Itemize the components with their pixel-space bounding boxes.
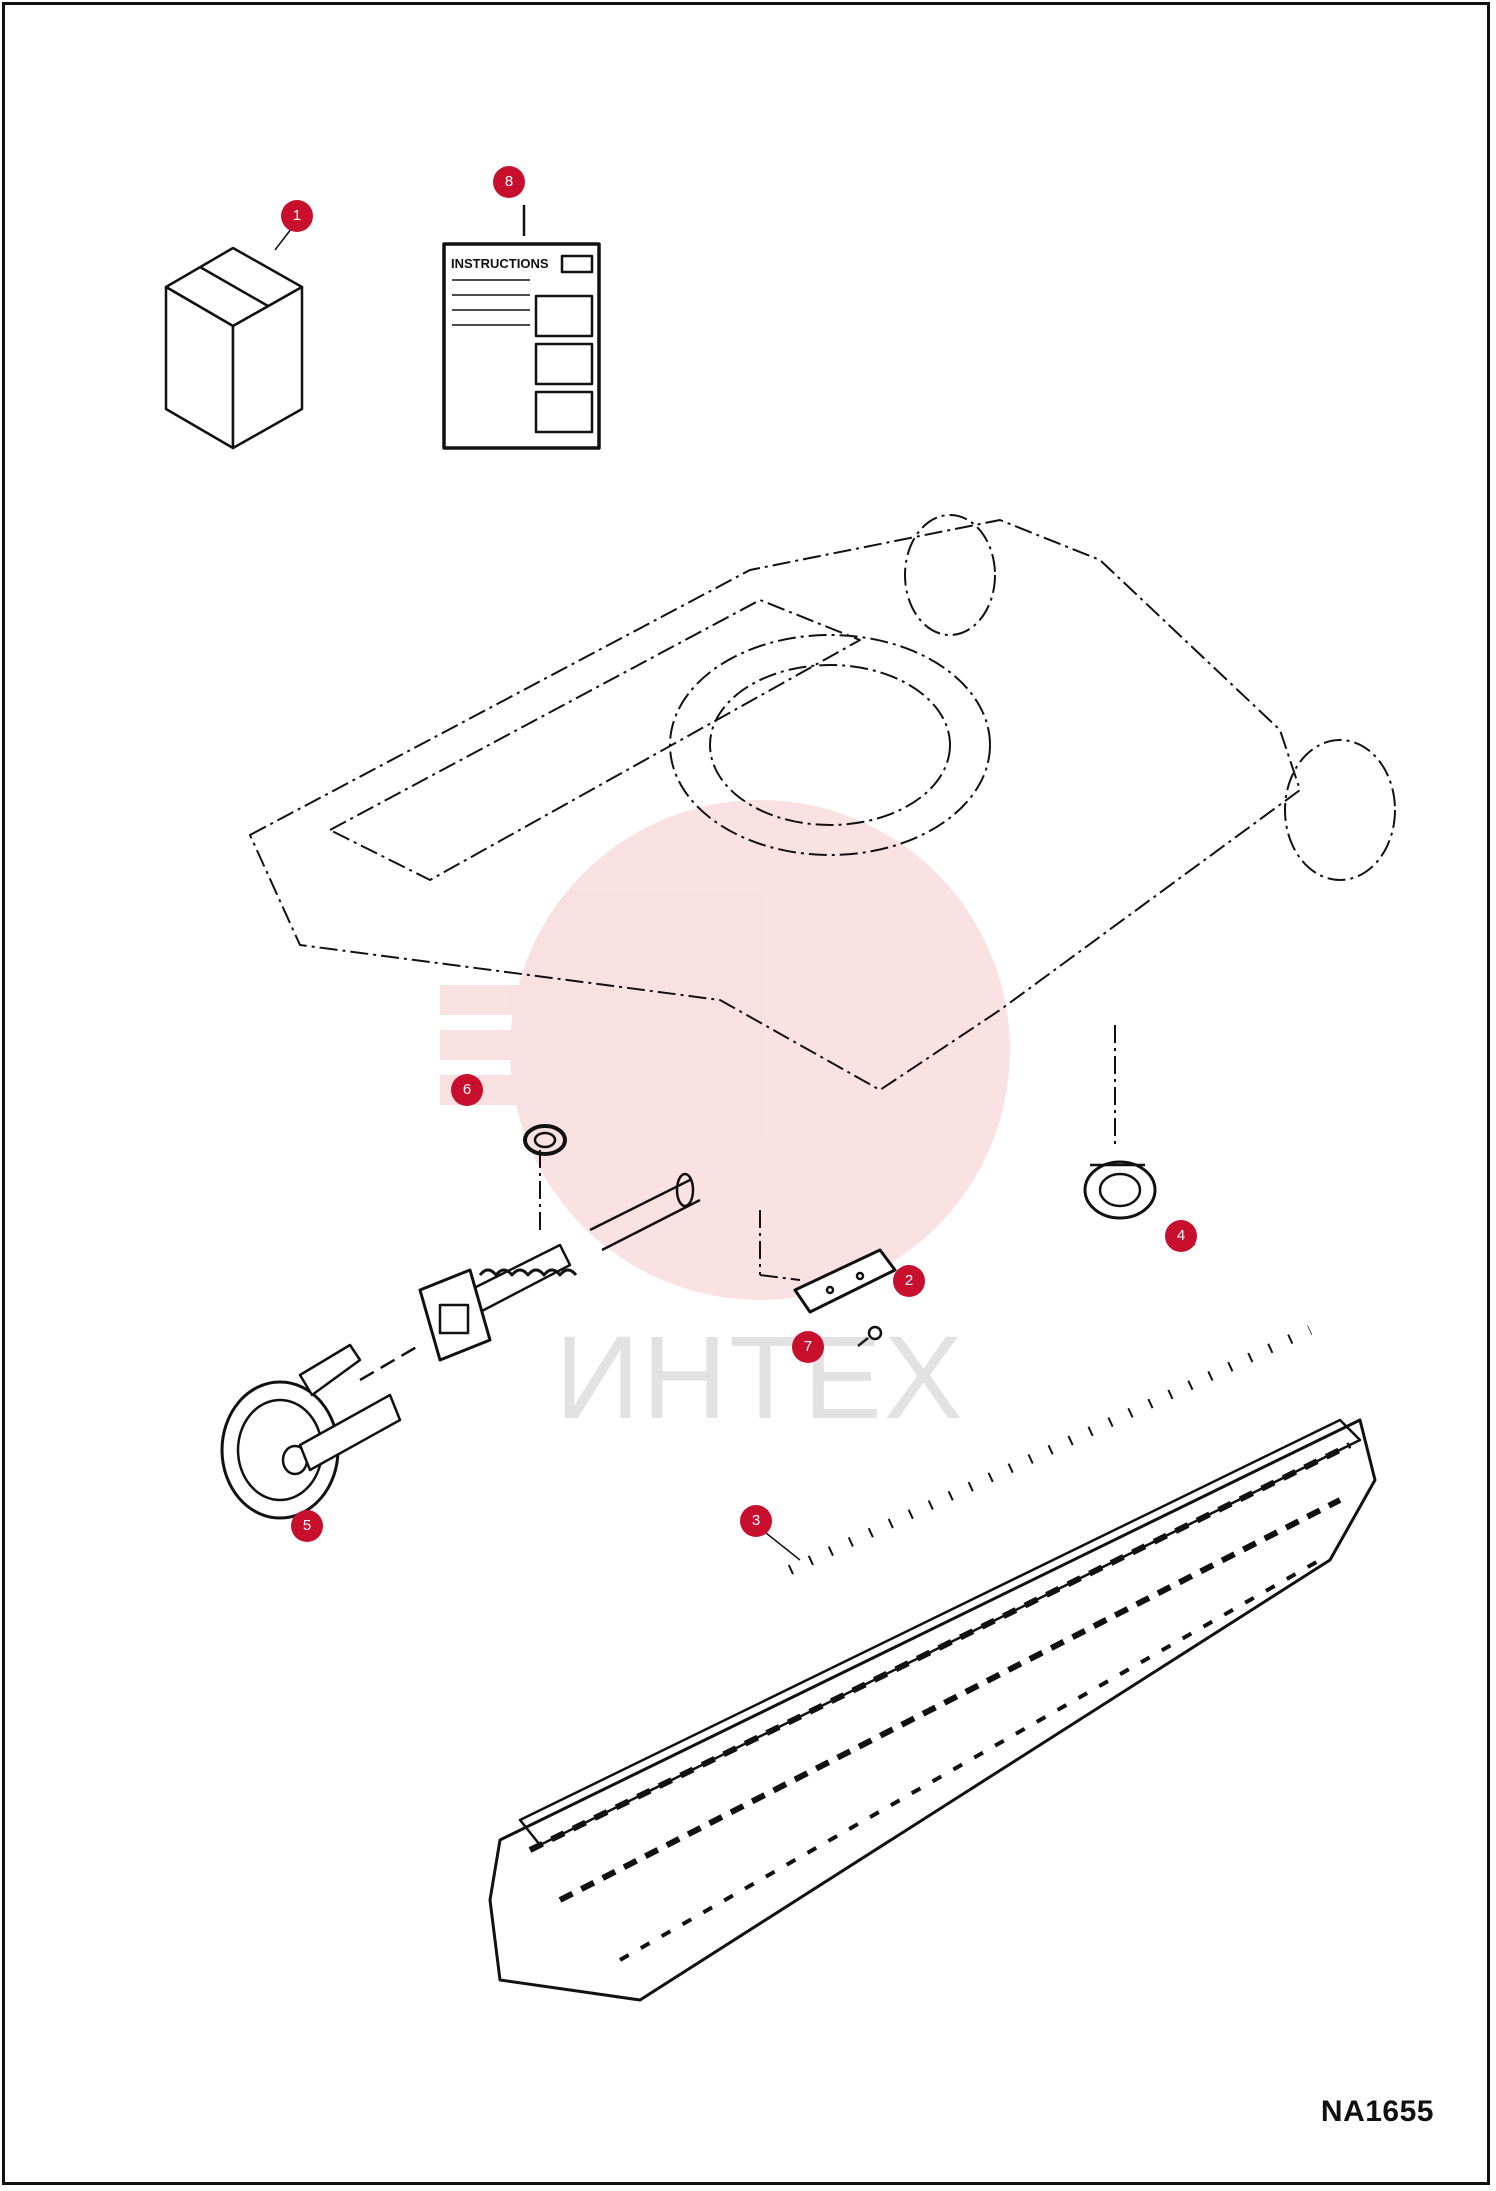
document-id: NA1655 (1320, 2095, 1434, 2128)
seal-ring (523, 1124, 567, 1156)
rubber-track (488, 1325, 1377, 2002)
cover-plate (793, 1248, 897, 1314)
callout-6[interactable]: 6 (451, 1074, 483, 1106)
watermark-logo (440, 800, 1010, 1300)
instructions-title: INSTRUCTIONS (451, 256, 549, 271)
undercarriage-frame (249, 514, 1396, 1281)
kit-box (164, 246, 304, 450)
callout-2[interactable]: 2 (893, 1265, 925, 1297)
roller (1083, 1160, 1157, 1220)
callout-4[interactable]: 4 (1165, 1220, 1197, 1252)
idler-wheel (220, 1343, 421, 1520)
instructions-sheet (442, 205, 601, 450)
callout-5[interactable]: 5 (291, 1510, 323, 1542)
recoil-spring-assembly (418, 1172, 701, 1362)
bolt (857, 1325, 883, 1347)
watermark-text: ИНТЕХ (555, 1312, 965, 1444)
callout-8[interactable]: 8 (493, 166, 525, 198)
callout-7[interactable]: 7 (792, 1331, 824, 1363)
callout-3[interactable]: 3 (740, 1505, 772, 1537)
callout-1[interactable]: 1 (281, 200, 313, 232)
